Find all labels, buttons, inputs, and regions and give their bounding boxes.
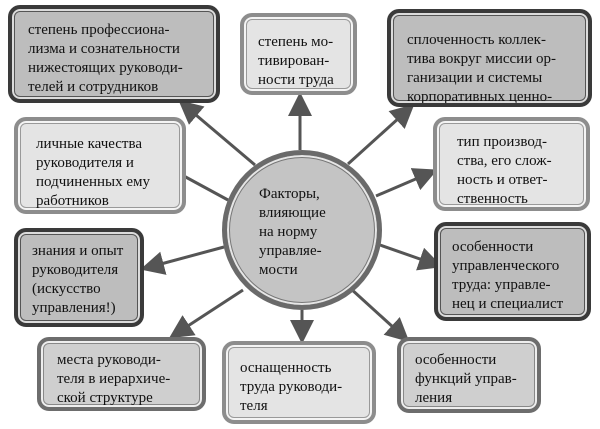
factor-equipment: оснащенность труда руководи- теля <box>222 341 376 424</box>
factor-professionalism: степень профессиона- лизма и сознательно… <box>8 5 220 103</box>
arrow-to-production-type <box>375 168 438 198</box>
arrow-to-cohesion <box>346 103 415 166</box>
factor-management-functions: особенности функций управ- ления <box>397 337 541 413</box>
factor-managerial-labor: особенности управленческого труда: управ… <box>434 222 591 321</box>
factor-motivation: степень мо- тивирован- ности труда <box>240 13 357 95</box>
factor-hierarchy-place: места руководи- теля в иерархиче- ской с… <box>37 337 206 411</box>
central-node: Факторы, влияющие на норму управляе- мос… <box>222 150 382 310</box>
factor-cohesion: сплоченность коллек- тива вокруг миссии … <box>387 9 592 107</box>
arrow-to-functions <box>348 286 410 343</box>
factor-production-type: тип производ- ства, его слож- ность и от… <box>433 117 590 211</box>
factor-personal-qualities: личные качества руководителя и подчиненн… <box>14 117 186 214</box>
arrow-to-professionalism <box>178 100 256 167</box>
arrow-to-knowledge <box>140 245 225 275</box>
arrow-to-labor-specifics <box>379 243 443 271</box>
factor-knowledge-experience: знания и опыт руководителя (искусство уп… <box>14 228 144 327</box>
arrow-to-hierarchy-place <box>168 288 244 339</box>
